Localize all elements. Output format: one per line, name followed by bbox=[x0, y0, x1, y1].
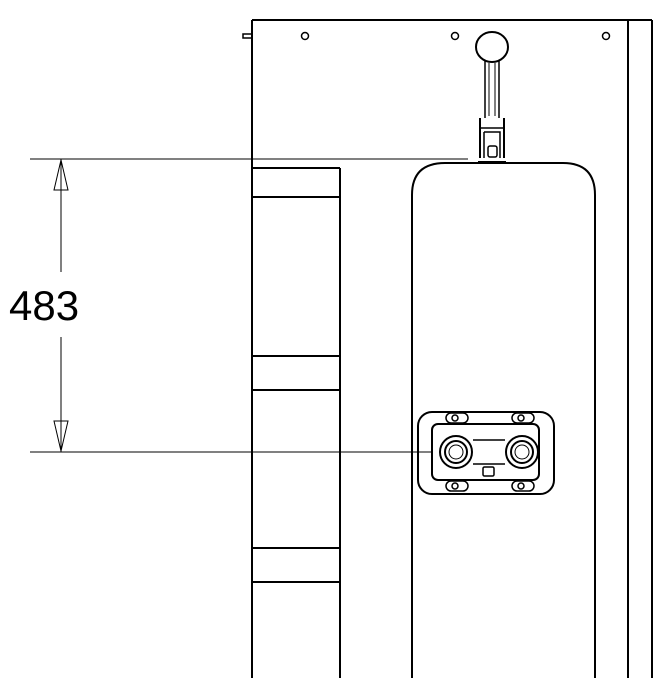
pipe-fitting-left bbox=[439, 435, 473, 469]
mounting-hole-2 bbox=[450, 31, 460, 41]
dimension-arrow-bottom bbox=[53, 420, 69, 452]
plate-inner bbox=[431, 423, 540, 481]
plate-outer bbox=[417, 411, 555, 495]
hinge-tab bbox=[242, 33, 252, 39]
handle-lever bbox=[475, 31, 509, 163]
dimension-value: 483 bbox=[9, 282, 79, 329]
dimension-arrow-top bbox=[53, 159, 69, 191]
mounting-holes bbox=[300, 31, 611, 41]
cabinet-frame bbox=[242, 19, 653, 678]
dimension-483: 483 bbox=[9, 158, 468, 453]
left-column bbox=[252, 167, 341, 678]
mounting-hole-3 bbox=[601, 31, 611, 41]
door-panel bbox=[411, 162, 596, 678]
handle-knob bbox=[475, 31, 509, 63]
connection-plate bbox=[417, 411, 555, 495]
mounting-hole-1 bbox=[300, 31, 310, 41]
pipe-fitting-right bbox=[505, 435, 539, 469]
